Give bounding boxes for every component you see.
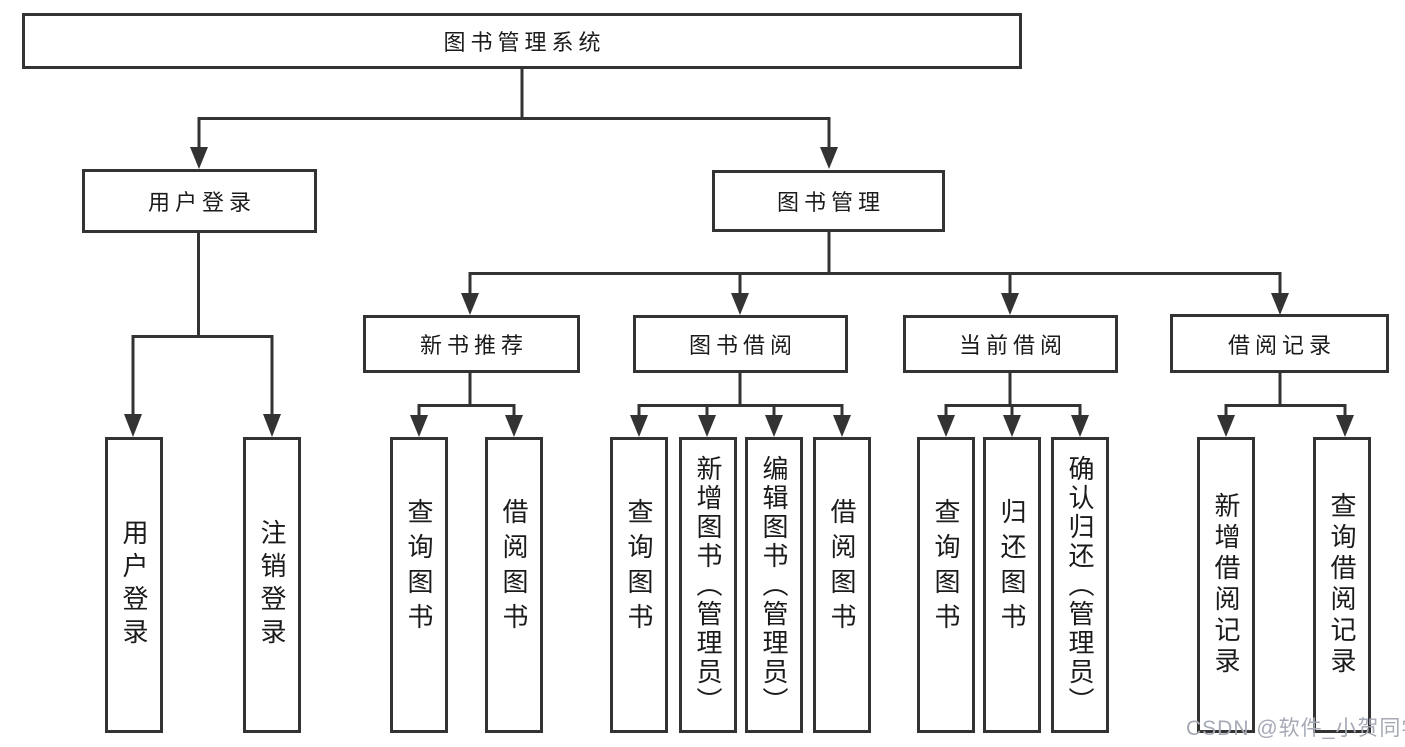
- node-label: 用户登录: [119, 519, 149, 651]
- leaf-borrow-books-recommend: 借阅图书: [485, 437, 543, 733]
- leaf-confirm-return-admin: 确认归还（管理员）: [1051, 437, 1109, 733]
- leaf-borrow-books-borrow: 借阅图书: [813, 437, 871, 733]
- leaf-return-books: 归还图书: [983, 437, 1041, 733]
- node-user-login: 用户登录: [82, 169, 317, 233]
- leaf-query-books-current: 查询图书: [917, 437, 975, 733]
- connector-lines: [131, 69, 1347, 417]
- csdn-watermark: CSDN @软件_小贺同学: [1186, 717, 1405, 740]
- node-label: 查询借阅记录: [1327, 492, 1357, 678]
- node-book-management: 图书管理: [712, 170, 945, 232]
- leaf-edit-book-admin: 编辑图书（管理员）: [745, 437, 803, 733]
- leaf-query-borrow-record: 查询借阅记录: [1313, 437, 1371, 733]
- leaf-add-borrow-record: 新增借阅记录: [1197, 437, 1255, 733]
- leaf-query-books-recommend: 查询图书: [390, 437, 448, 733]
- node-book-borrow: 图书借阅: [633, 315, 848, 373]
- node-label: 编辑图书（管理员）: [759, 454, 789, 716]
- node-new-book-recommend: 新书推荐: [363, 315, 580, 373]
- node-label: 查询图书: [624, 498, 654, 638]
- node-label: 借阅图书: [499, 498, 529, 638]
- node-label: 查询图书: [931, 498, 961, 638]
- node-label: 新增图书（管理员）: [693, 454, 723, 716]
- node-borrow-records: 借阅记录: [1170, 314, 1389, 373]
- node-label: 确认归还（管理员）: [1065, 454, 1095, 716]
- leaf-user-login: 用户登录: [105, 437, 163, 733]
- leaf-logout: 注销登录: [243, 437, 301, 733]
- node-label: 借阅图书: [827, 498, 857, 638]
- node-label: 注销登录: [257, 519, 287, 651]
- node-label: 归还图书: [997, 498, 1027, 638]
- leaf-add-book-admin: 新增图书（管理员）: [679, 437, 737, 733]
- leaf-query-books-borrow: 查询图书: [610, 437, 668, 733]
- node-current-borrow: 当前借阅: [903, 315, 1118, 373]
- node-label: 新增借阅记录: [1211, 492, 1241, 678]
- node-root: 图书管理系统: [22, 13, 1022, 69]
- node-label: 查询图书: [404, 498, 434, 638]
